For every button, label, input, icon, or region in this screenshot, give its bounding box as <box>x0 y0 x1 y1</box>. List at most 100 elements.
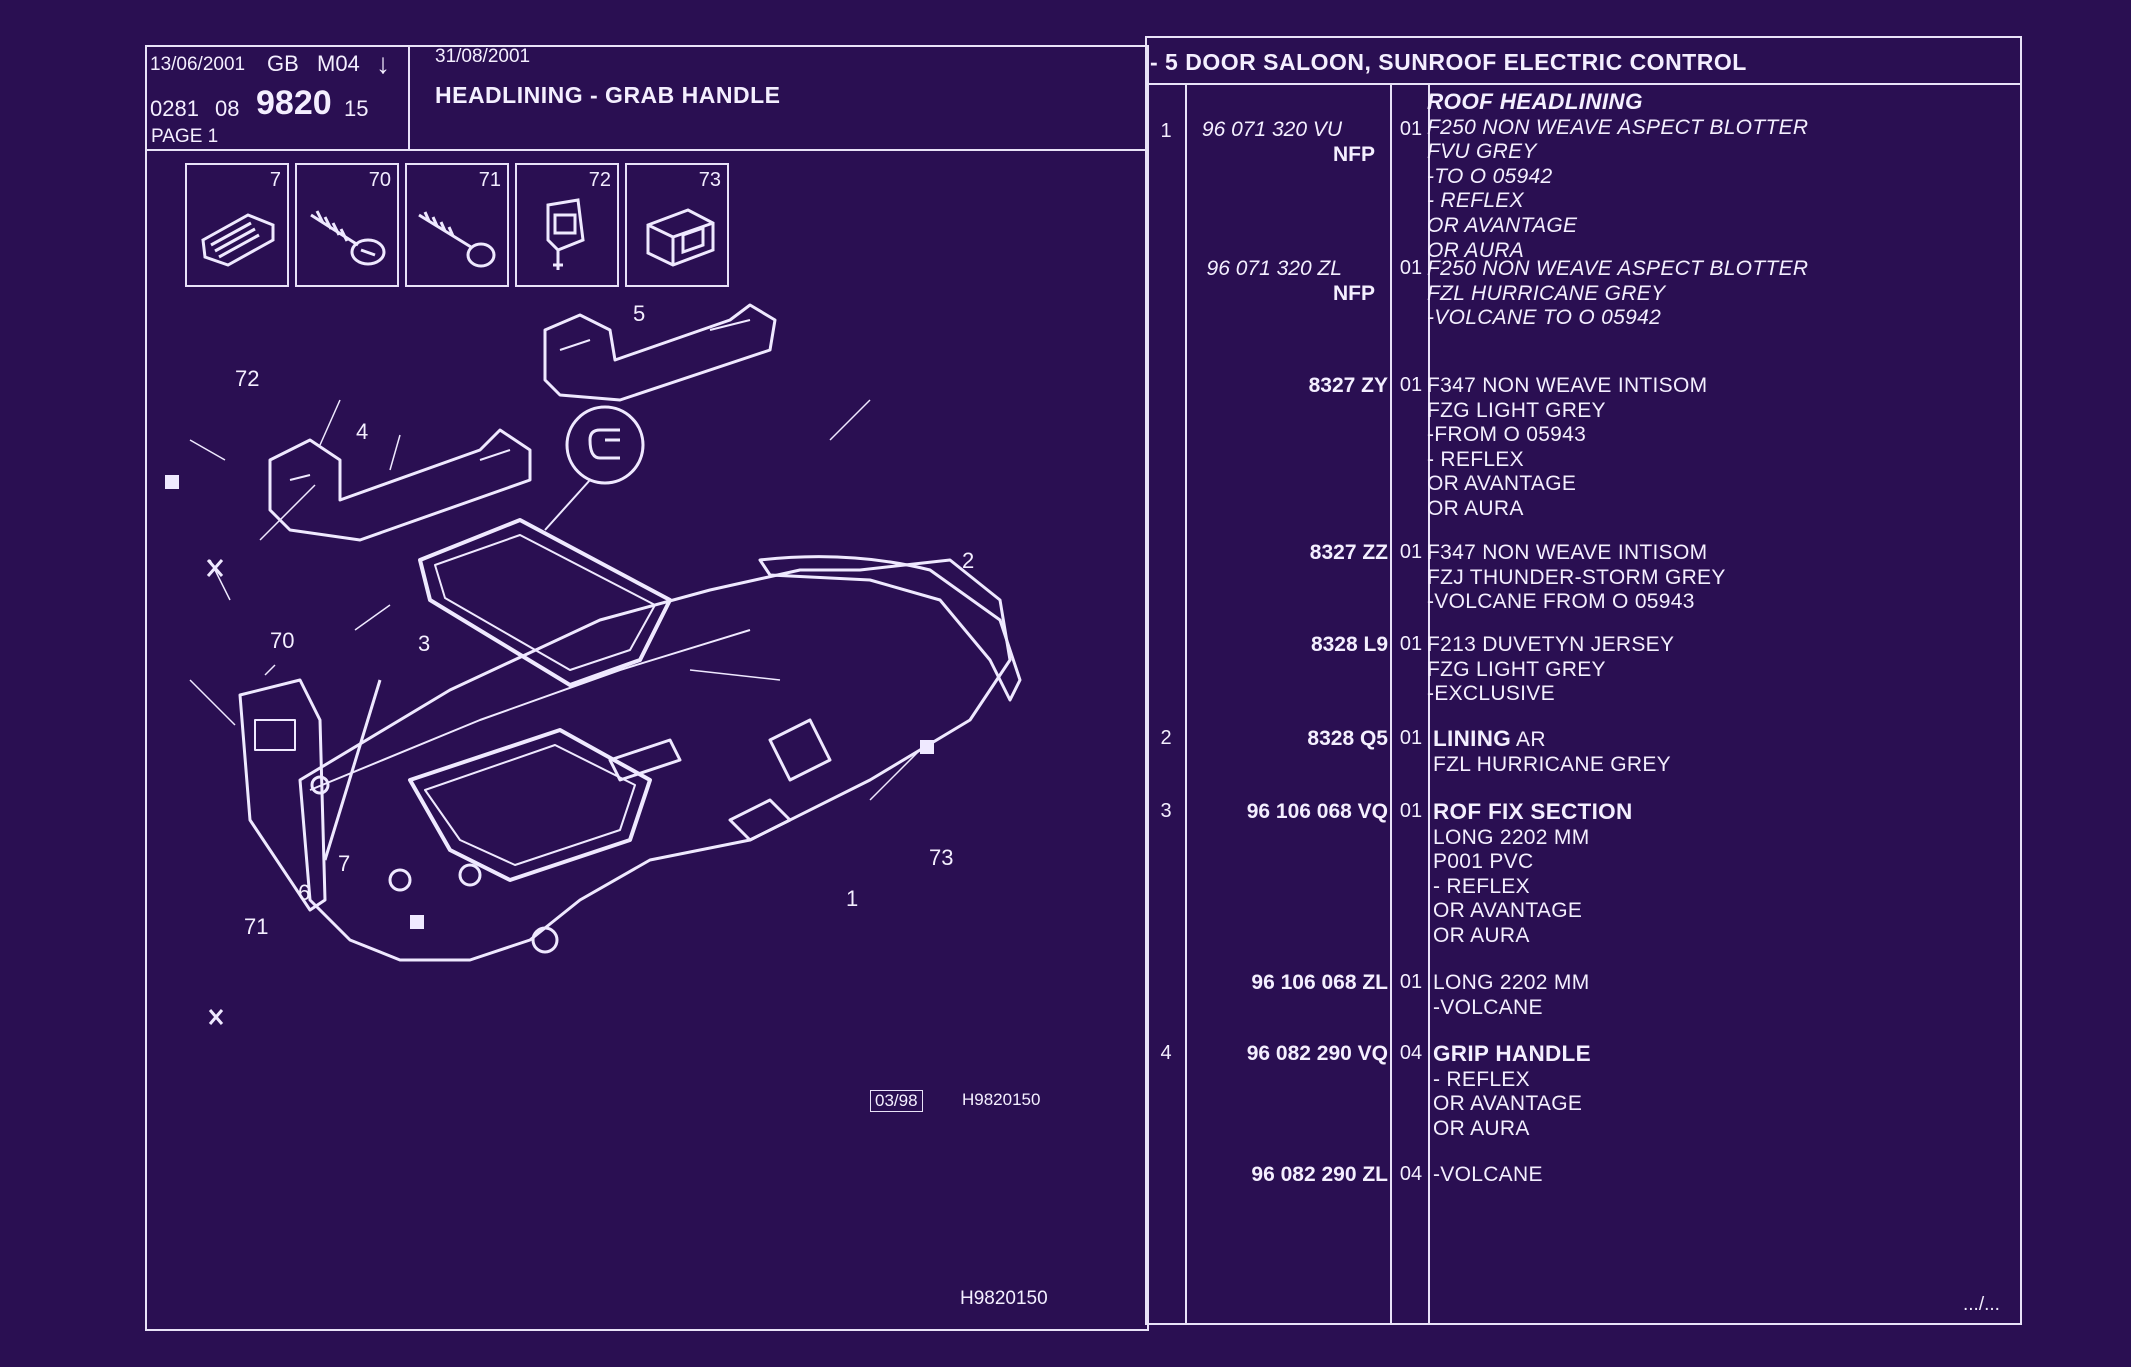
description-line: LONG 2202 MM <box>1433 971 1590 994</box>
callout-72: 72 <box>235 366 260 391</box>
description-line: -VOLCANE <box>1433 1163 1543 1186</box>
description-line: -TO O 05942 <box>1427 164 1553 188</box>
fastener-7-box: 7 <box>185 163 289 287</box>
fastener-number: 73 <box>698 169 721 191</box>
callout-70: 70 <box>270 628 295 653</box>
col-line-ref <box>1390 83 1392 1323</box>
callout-4: 4 <box>356 419 369 444</box>
fastener-number: 7 <box>269 169 281 191</box>
description-line: -VOLCANE TO O 05942 <box>1427 306 1662 330</box>
header-code-a: 0281 <box>150 96 199 121</box>
description-line: F250 NON WEAVE ASPECT BLOTTER <box>1427 257 1809 280</box>
part-item-number: 2 <box>1160 727 1172 749</box>
part-quantity: 01 <box>1399 800 1423 822</box>
part-reference: 96 106 068 ZL <box>1251 971 1388 994</box>
part-description: LONG 2202 MM-VOLCANE <box>1433 971 1590 1020</box>
part-description: -VOLCANE <box>1433 1163 1543 1188</box>
header-market: GB <box>267 51 299 76</box>
header-code-b: 08 <box>215 96 240 121</box>
fastener-number: 70 <box>368 169 391 191</box>
description-line: FZJ THUNDER-STORM GREY <box>1427 565 1726 589</box>
description-line: LONG 2202 MM <box>1433 825 1590 849</box>
right-title: - 5 DOOR SALOON, SUNROOF ELECTRIC CONTRO… <box>1150 49 1747 75</box>
description-line: F213 DUVETYN JERSEY <box>1427 633 1675 656</box>
part-quantity: 01 <box>1399 257 1423 279</box>
description-line: OR AVANTAGE <box>1433 899 1583 923</box>
part-reference: 96 071 320 ZL <box>1206 257 1342 280</box>
page-title: HEADLINING - GRAB HANDLE <box>435 82 781 108</box>
callout-5: 5 <box>633 301 646 326</box>
header-vertical-divider <box>408 45 410 149</box>
part-quantity: 01 <box>1399 118 1423 140</box>
exploded-diagram <box>165 303 1022 1025</box>
header-page: PAGE 1 <box>151 126 219 147</box>
part-item-number: 1 <box>1160 120 1172 142</box>
callout-2: 2 <box>962 548 975 573</box>
right-panel-frame <box>1145 36 2022 1325</box>
description-line: F250 NON WEAVE ASPECT BLOTTER <box>1427 115 1809 139</box>
part-quantity: 01 <box>1399 633 1423 655</box>
description-line: OR AVANTAGE <box>1433 1092 1583 1116</box>
description-line: FZG LIGHT GREY <box>1427 398 1606 422</box>
fastener-70-box: 70 <box>295 163 399 287</box>
description-line: FVU GREY <box>1427 140 1537 164</box>
description-line: - REFLEX <box>1427 189 1524 213</box>
description-line: - REFLEX <box>1427 447 1524 471</box>
part-quantity: 04 <box>1399 1163 1423 1185</box>
description-line: ROF FIX SECTION <box>1433 799 1633 824</box>
part-item-number: 4 <box>1160 1042 1172 1064</box>
callout-6: 6 <box>298 880 311 905</box>
description-line: OR AURA <box>1427 496 1524 520</box>
roof-rail-part <box>758 555 1022 702</box>
description-line: P001 PVC <box>1433 850 1534 874</box>
part-reference: 96 082 290 VQ <box>1246 1042 1388 1065</box>
nfp-flag: NFP <box>1333 143 1375 166</box>
col-line-qty <box>1428 83 1430 1323</box>
description-line: OR AURA <box>1433 923 1530 947</box>
callout-73: 73 <box>929 845 954 870</box>
header-date2: 31/08/2001 <box>435 46 531 67</box>
description-line: -VOLCANE <box>1433 995 1543 1019</box>
description-line: -FROM O 05943 <box>1427 423 1587 447</box>
part-reference: 96 106 068 VQ <box>1246 800 1388 823</box>
headlining-part <box>298 558 1012 962</box>
description-line: GRIP HANDLE <box>1433 1041 1591 1066</box>
header-model: M04 <box>317 51 360 76</box>
down-arrow-icon: ↓ <box>376 48 390 79</box>
header-date: 13/06/2001 <box>150 54 246 75</box>
part-quantity: 04 <box>1399 1042 1423 1064</box>
header-code-c: 15 <box>344 96 369 121</box>
callout-3: 3 <box>418 631 431 656</box>
fastener-72-box: 72 <box>515 163 619 287</box>
description-line: FZL HURRICANE GREY <box>1433 752 1671 776</box>
fastener-number: 72 <box>588 169 611 191</box>
description-line: FZL HURRICANE GREY <box>1427 281 1666 305</box>
right-header-divider <box>1145 83 2020 85</box>
fastener-73-box: 73 <box>625 163 729 287</box>
grab-handle-5 <box>543 303 777 402</box>
part-reference: 96 082 290 ZL <box>1251 1163 1388 1186</box>
diagram-code-1: H9820150 <box>962 1090 1041 1109</box>
description-line: F347 NON WEAVE INTISOM <box>1427 374 1708 397</box>
part-quantity: 01 <box>1399 541 1423 563</box>
description-line: ROOF HEADLINING <box>1427 89 1643 114</box>
description-line: F347 NON WEAVE INTISOM <box>1427 541 1708 564</box>
part-reference: 8327 ZY <box>1308 374 1388 397</box>
nfp-flag: NFP <box>1333 282 1375 305</box>
description-line: OR AVANTAGE <box>1427 213 1578 237</box>
part-item-number: 3 <box>1160 800 1172 822</box>
description-line: OR AVANTAGE <box>1427 472 1577 496</box>
sun-visor-part <box>238 678 327 912</box>
description-line: OR AURA <box>1427 238 1524 262</box>
left-panel-frame <box>145 45 1149 1331</box>
description-line: -VOLCANE FROM O 05943 <box>1427 590 1695 614</box>
callout-1: 1 <box>846 886 859 911</box>
part-reference: 8328 Q5 <box>1307 727 1388 750</box>
